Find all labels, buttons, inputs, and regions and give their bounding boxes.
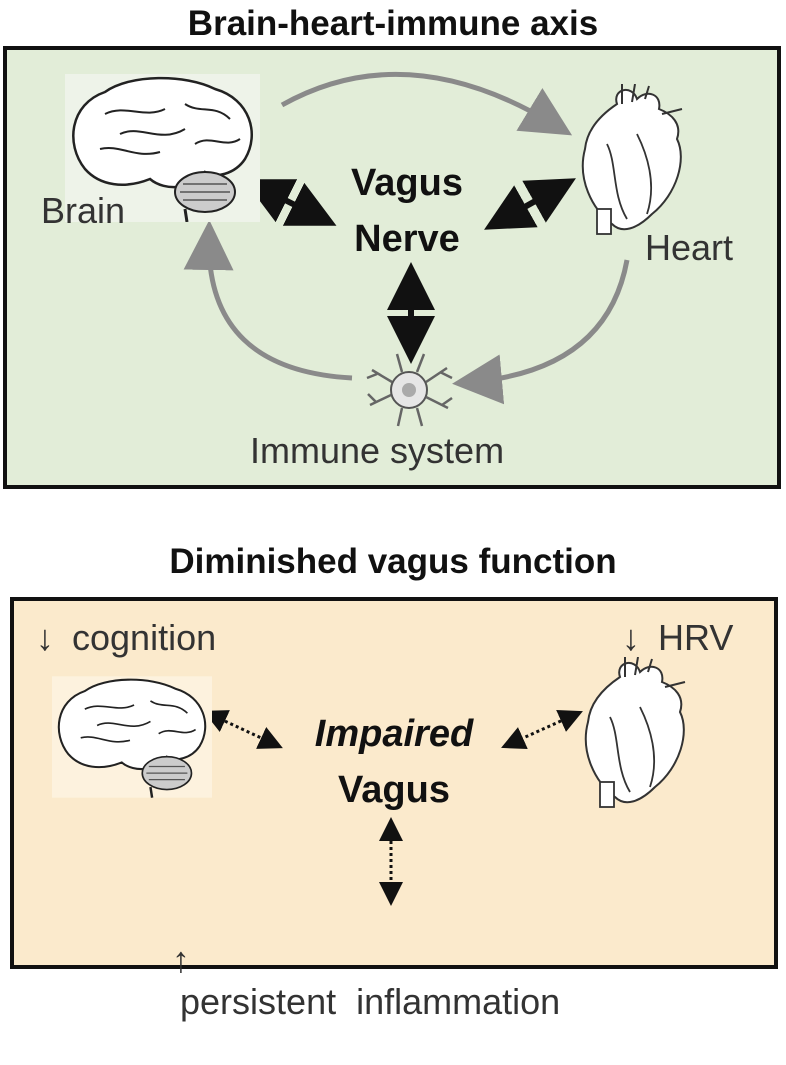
double-arrow-heart-vagus bbox=[484, 178, 576, 230]
cycle-arrows bbox=[183, 71, 630, 405]
vagus-nerve-line2: Nerve bbox=[354, 218, 460, 260]
arrow-immune-to-brain bbox=[183, 220, 353, 381]
double-arrow-brain-vagus bbox=[243, 179, 337, 226]
hrv-label: ↓ HRV bbox=[622, 617, 734, 658]
down-arrow-icon: ↓ bbox=[36, 617, 54, 658]
top-panel-title: Brain-heart-immune axis bbox=[187, 4, 599, 43]
impaired-vagus-line1: Impaired bbox=[314, 713, 474, 755]
dotted-arrows bbox=[203, 709, 583, 906]
bottom-panel-title: Diminished vagus function bbox=[169, 542, 617, 581]
heart-icon bbox=[581, 84, 683, 235]
brain-icon bbox=[52, 676, 212, 798]
dotted-arrow-brain-vagus bbox=[203, 710, 283, 749]
arrow-heart-to-immune bbox=[452, 259, 630, 405]
brain-heart-immune-panel: Brain Heart Vagus Nerve Immune system bbox=[3, 46, 781, 489]
brain-label: Brain bbox=[41, 190, 126, 231]
dotted-arrow-heart-vagus bbox=[501, 709, 583, 750]
vagus-nerve-line1: Vagus bbox=[351, 162, 463, 204]
diminished-vagus-panel: ↓ cognition ↓ HRV Impaired Vagus ↑ persi… bbox=[10, 597, 778, 1022]
immune-cell-icon bbox=[366, 353, 453, 427]
impaired-vagus-line2: Vagus bbox=[338, 769, 450, 811]
heart-label: Heart bbox=[645, 227, 734, 268]
arrow-brain-to-heart bbox=[280, 71, 573, 136]
immune-system-label: Immune system bbox=[250, 430, 505, 471]
down-arrow-icon: ↓ bbox=[622, 617, 640, 658]
brain-icon bbox=[65, 74, 260, 222]
cognition-label: ↓ cognition bbox=[36, 617, 217, 658]
heart-icon bbox=[584, 657, 686, 808]
inflammation-label: ↑ persistent inflammation bbox=[172, 939, 561, 1022]
up-arrow-icon: ↑ bbox=[172, 939, 191, 980]
